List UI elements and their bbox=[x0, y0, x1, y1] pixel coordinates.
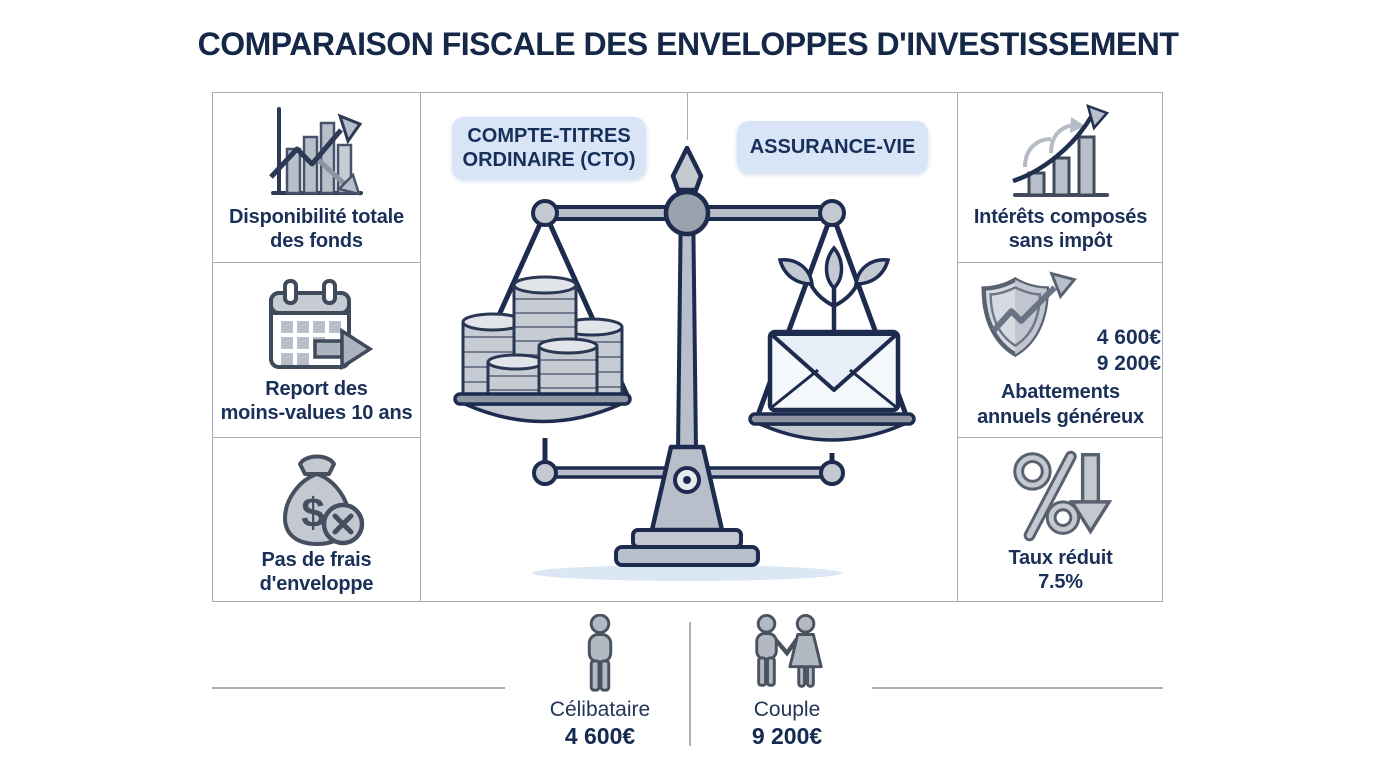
volatility-chart-icon bbox=[255, 101, 379, 205]
feature-label: Disponibilité totale des fonds bbox=[229, 206, 404, 253]
abattement-value-couple: 9 200€ bbox=[1096, 352, 1161, 376]
feature-cell-interets-composes: Intérêts composés sans impôt bbox=[958, 93, 1163, 262]
right-row-divider-1 bbox=[958, 262, 1163, 263]
feature-label: Taux réduit 7.5% bbox=[1008, 547, 1113, 594]
footer-separator-right bbox=[872, 687, 1163, 689]
abattement-values: 4 600€ 9 200€ bbox=[1097, 325, 1161, 378]
single-label: Célibataire bbox=[549, 698, 651, 721]
assurance-vie-label-pill: ASSURANCE-VIE bbox=[737, 121, 928, 173]
left-row-divider-2 bbox=[213, 437, 420, 438]
feature-cell-abattements: 4 600€ 9 200€ Abattements annuels génére… bbox=[958, 263, 1163, 437]
compound-growth-icon bbox=[1000, 101, 1122, 205]
right-row-divider-2 bbox=[958, 437, 1163, 438]
feature-label: Pas de frais d'enveloppe bbox=[259, 549, 374, 596]
feature-label: Report des moins-values 10 ans bbox=[220, 378, 413, 425]
comparison-board bbox=[212, 92, 1163, 602]
footer-divider-center bbox=[689, 622, 691, 746]
left-row-divider-1 bbox=[213, 262, 420, 263]
feature-cell-report-moins-values: Report des moins-values 10 ans bbox=[213, 263, 420, 437]
feature-label: Intérêts composés sans impôt bbox=[973, 206, 1148, 253]
couple-label: Couple bbox=[753, 698, 821, 721]
footer-separator-left bbox=[212, 687, 505, 689]
column-divider-right bbox=[957, 93, 958, 601]
calendar-carryover-icon bbox=[256, 275, 378, 377]
feature-label: Abattements annuels généreux bbox=[977, 381, 1144, 428]
cto-label-pill: COMPTE-TITRES ORDINAIRE (CTO) bbox=[452, 117, 646, 179]
couple-value: 9 200€ bbox=[751, 723, 823, 749]
single-person-icon bbox=[577, 614, 623, 696]
feature-cell-pas-de-frais: $ Pas de frais d'enveloppe bbox=[213, 438, 420, 601]
page-title: COMPARAISON FISCALE DES ENVELOPPES D'INV… bbox=[197, 26, 1179, 62]
reduced-rate-percent-icon bbox=[1002, 446, 1120, 546]
no-fees-moneybag-icon: $ bbox=[257, 444, 377, 548]
svg-text:$: $ bbox=[301, 489, 324, 536]
shield-abattement-icon bbox=[968, 269, 1096, 369]
top-center-divider bbox=[687, 93, 688, 140]
feature-cell-disponibilite: Disponibilité totale des fonds bbox=[213, 93, 420, 262]
abattement-value-single: 4 600€ bbox=[1096, 326, 1161, 349]
couple-icon bbox=[746, 614, 828, 696]
column-divider-left bbox=[420, 93, 421, 601]
feature-cell-taux-reduit: Taux réduit 7.5% bbox=[958, 438, 1163, 601]
single-value: 4 600€ bbox=[564, 723, 636, 749]
balance-scale-illustration bbox=[420, 92, 957, 602]
